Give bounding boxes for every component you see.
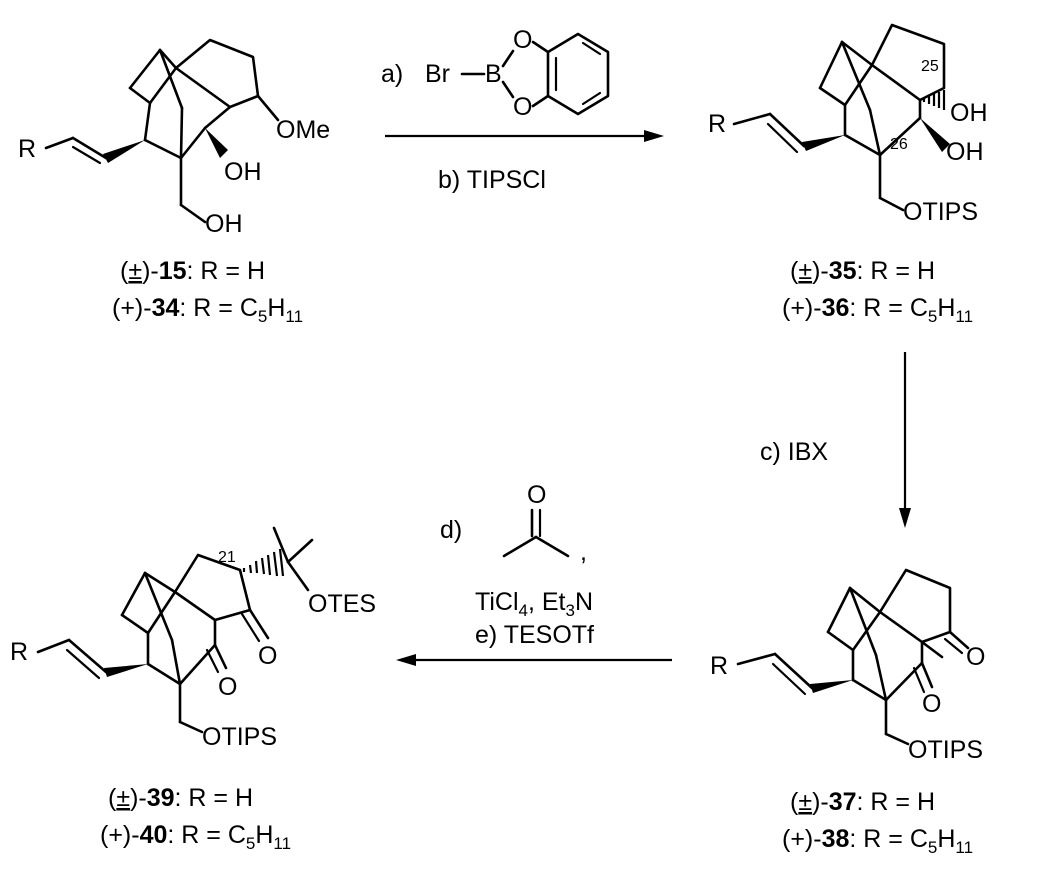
caption-compound-40: (+)-40: R = C5H11 <box>100 821 291 853</box>
hydroxyl-label: OH <box>224 158 262 186</box>
ketone-oxygen-1: O <box>966 643 985 671</box>
compound-39-40: O OTES 21 <box>10 526 376 853</box>
r-group-label: R <box>708 110 726 138</box>
r-group-label: R <box>710 652 728 680</box>
step-a-label: a) <box>381 60 403 88</box>
caption-racemic-39: (±)-39: R = H <box>108 784 253 812</box>
step-b-label: b) TIPSCl <box>438 166 546 194</box>
step-d-e: d) O , TiCl4, Et3N e) TESOTf <box>396 481 672 666</box>
caption-compound-38: (+)-38: R = C5H11 <box>782 825 973 857</box>
caption-racemic-15: (±)-15: R = H <box>120 257 265 285</box>
carbon-25-label: 25 <box>921 58 939 75</box>
ketone-oxygen-1: O <box>258 642 277 670</box>
carbon-26-label: 26 <box>890 136 908 153</box>
structure-37-38: O O R OTIPS <box>710 568 985 764</box>
acetone-comma: , <box>580 538 587 566</box>
caption-racemic-37: (±)-37: R = H <box>790 788 935 816</box>
structure-15-34: R OMe OH OH <box>18 38 330 238</box>
r-group-label: R <box>18 135 36 163</box>
catechol-oxygen-1: O <box>513 26 532 54</box>
compound-15-34: R OMe OH OH (±)-15: R = H (+)-34: R = C5… <box>18 38 330 326</box>
structure-35-36: R 25 OH 26 OH OTIPS <box>708 23 988 226</box>
step-d-label: d) <box>440 516 462 544</box>
hydroxyl-c26-label: OH <box>946 138 984 166</box>
step-e-label: e) TESOTf <box>475 621 594 649</box>
bromine-label: Br <box>425 60 450 88</box>
otips-label: OTIPS <box>202 723 277 751</box>
step-c: c) IBX <box>760 352 911 528</box>
step-a-b: a) Br B O O b) TIPSCl <box>381 26 664 194</box>
caption-racemic-35: (±)-35: R = H <box>790 257 935 285</box>
acetone-structure: O , <box>502 481 587 566</box>
boron-label: B <box>485 60 502 88</box>
step-d-reagents: TiCl4, Et3N <box>475 588 593 620</box>
catechol-oxygen-2: O <box>513 93 532 121</box>
catecholborane-bromide-structure: Br B O O <box>425 26 610 121</box>
otes-label: OTES <box>308 590 376 618</box>
otips-label: OTIPS <box>903 198 978 226</box>
caption-compound-34: (+)-34: R = C5H11 <box>112 294 303 326</box>
methoxy-label: OMe <box>276 116 330 144</box>
carbon-21-label: 21 <box>218 549 236 566</box>
caption-compound-36: (+)-36: R = C5H11 <box>782 294 973 326</box>
r-group-label: R <box>10 638 28 666</box>
hydroxyl-c25-label: OH <box>950 99 988 127</box>
hydroxymethyl-label: OH <box>205 210 243 238</box>
ketone-oxygen-2: O <box>218 673 237 701</box>
compound-37-38: O O R OTIPS (±)-37: R = H (+) <box>710 568 985 857</box>
compound-35-36: R 25 OH 26 OH OTIPS (±)-35: R = H (+)-36… <box>708 23 988 326</box>
structure-39-40: O OTES 21 <box>10 526 376 751</box>
ketone-oxygen-2: O <box>922 690 941 718</box>
otips-label: OTIPS <box>908 736 983 764</box>
step-c-label: c) IBX <box>760 438 828 466</box>
acetone-oxygen: O <box>527 481 546 509</box>
